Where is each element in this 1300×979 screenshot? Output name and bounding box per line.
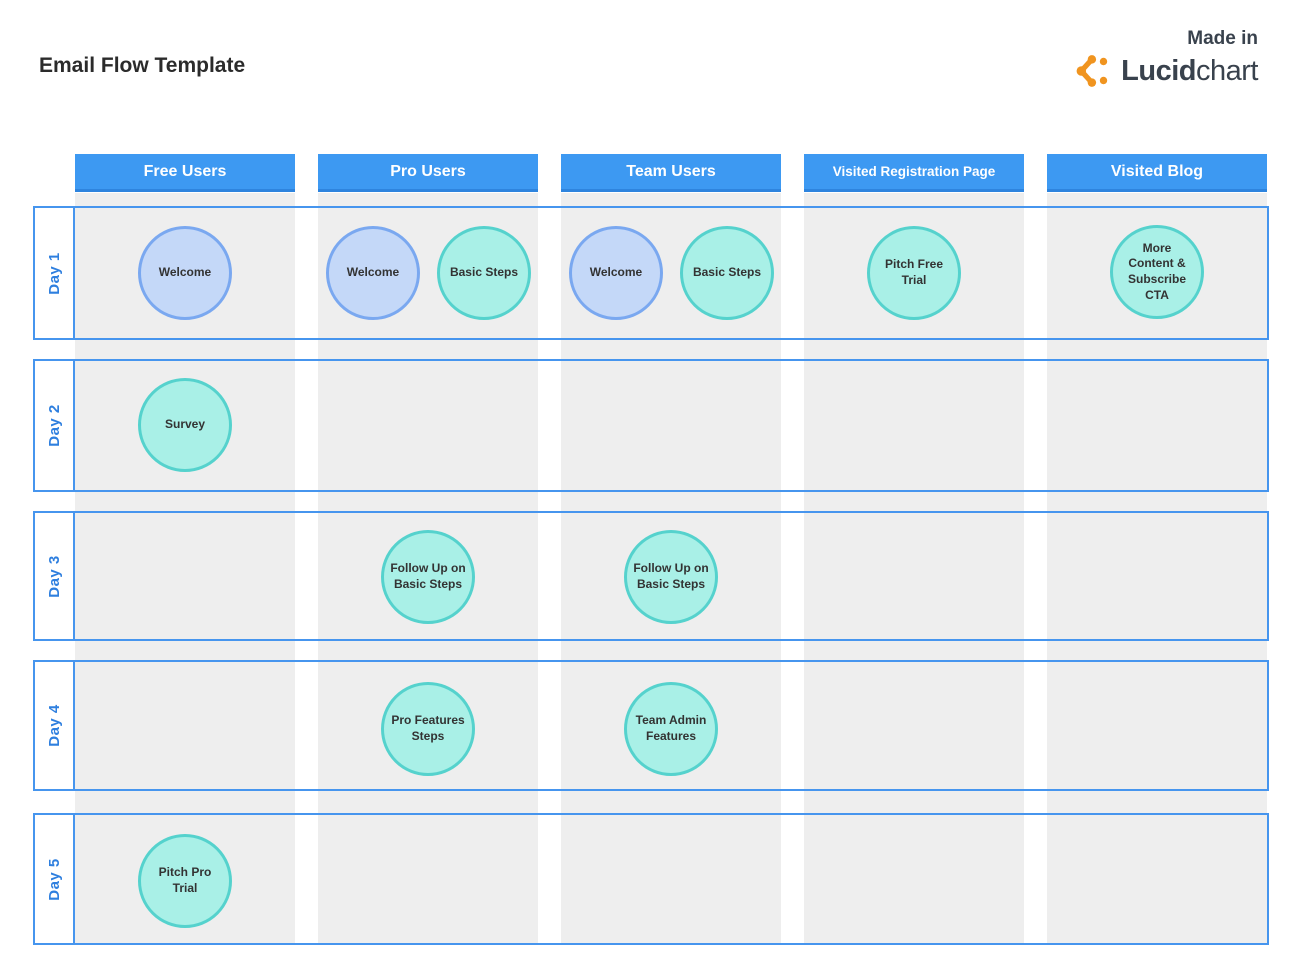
flow-node-basic-steps-pro-users[interactable]: Basic Steps [437,226,531,320]
day-label-box-4: Day 4 [35,662,75,789]
column-header-pro-users: Pro Users [318,154,538,192]
day-label-3: Day 3 [45,554,63,598]
day-row-3: Day 3 [33,511,1269,641]
column-header-free-users: Free Users [75,154,295,192]
day-label-2: Day 2 [45,404,63,447]
column-header-visited-registration-page: Visited Registration Page [804,154,1024,192]
flow-node-pitch-pro-trial[interactable]: Pitch Pro Trial [138,834,232,928]
column-header-team-users: Team Users [561,154,781,192]
day-label-4: Day 4 [45,704,63,747]
flow-node-more-content-subscribe-cta[interactable]: More Content & Subscribe CTA [1110,225,1204,319]
day-row-1: Day 1 [33,206,1269,340]
flow-node-welcome-team-users[interactable]: Welcome [569,226,663,320]
day-label-box-5: Day 5 [35,815,75,943]
flow-node-pro-features-steps[interactable]: Pro Features Steps [381,682,475,776]
made-in-label: Made in [1187,28,1258,49]
flow-node-welcome-pro-users[interactable]: Welcome [326,226,420,320]
day-label-box-3: Day 3 [35,513,75,639]
flow-node-follow-up-basic-steps-pro[interactable]: Follow Up on Basic Steps [381,530,475,624]
flow-node-basic-steps-team-users[interactable]: Basic Steps [680,226,774,320]
day-label-box-2: Day 2 [35,361,75,490]
day-label-box-1: Day 1 [35,208,75,338]
day-row-5: Day 5 [33,813,1269,945]
lucidchart-beacon-icon [1076,55,1108,87]
day-label-5: Day 5 [45,857,63,901]
flow-node-welcome-free-users[interactable]: Welcome [138,226,232,320]
flow-node-survey[interactable]: Survey [138,378,232,472]
page-title: Email Flow Template [39,54,246,77]
lucidchart-logo: Lucidchart [1075,52,1258,90]
day-row-4: Day 4 [33,660,1269,791]
column-header-visited-blog: Visited Blog [1047,154,1267,192]
day-label-1: Day 1 [45,251,63,295]
flow-node-team-admin-features[interactable]: Team Admin Features [624,682,718,776]
lucidchart-wordmark: Lucidchart [1121,54,1258,87]
flow-node-pitch-free-trial[interactable]: Pitch Free Trial [867,226,961,320]
day-row-2: Day 2 [33,359,1269,492]
flow-node-follow-up-basic-steps-team[interactable]: Follow Up on Basic Steps [624,530,718,624]
